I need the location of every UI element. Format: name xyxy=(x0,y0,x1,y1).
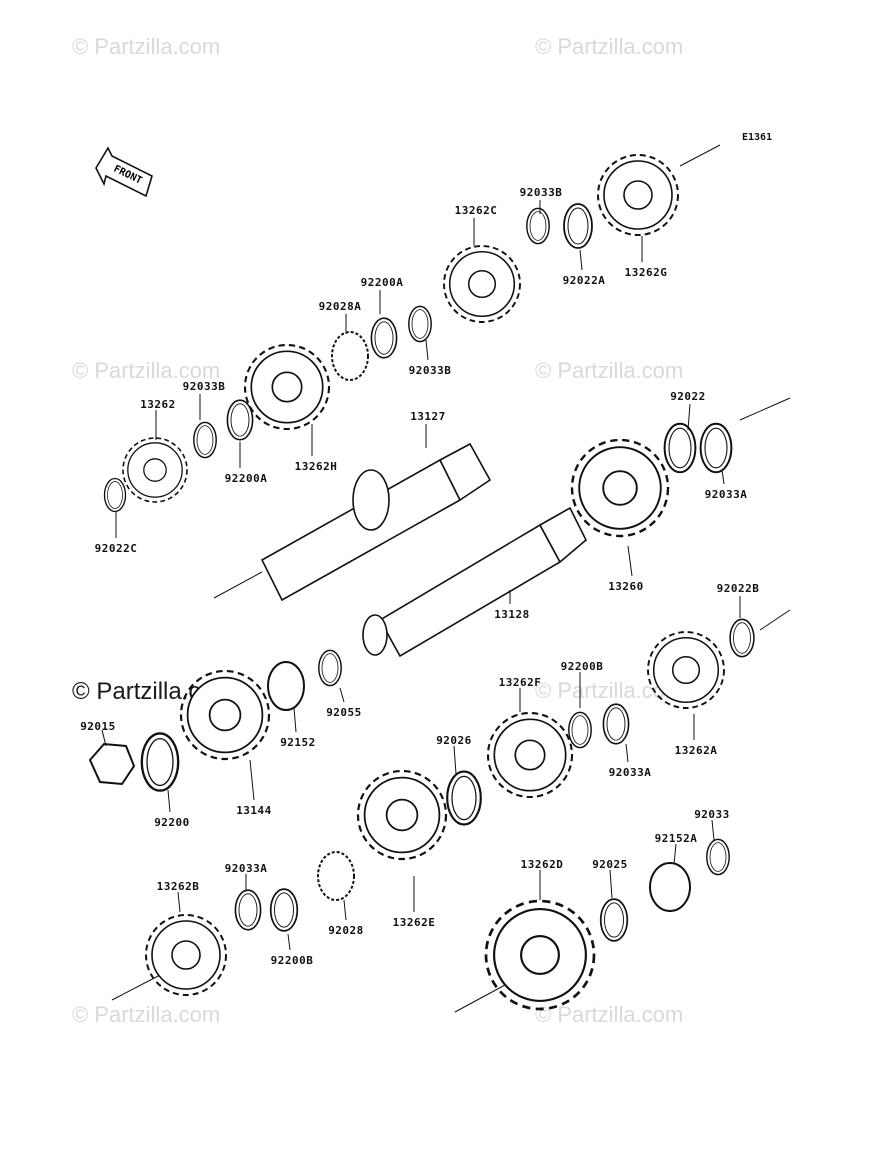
circlip-92033A xyxy=(602,703,630,745)
washer-92200 xyxy=(140,732,180,792)
nut-92015 xyxy=(88,742,136,786)
part-label[interactable]: 92028 xyxy=(328,924,364,937)
part-label[interactable]: 92025 xyxy=(592,858,628,871)
part-label[interactable]: 92200B xyxy=(270,954,314,967)
part-label[interactable]: 92026 xyxy=(436,734,472,747)
washer-92022C xyxy=(103,477,127,513)
gear-13262 xyxy=(122,437,188,503)
part-label[interactable]: 92022 xyxy=(670,390,706,403)
part-label[interactable]: 13262 xyxy=(140,398,176,411)
watermark: © Partzilla.com xyxy=(72,358,221,383)
washer-92022 xyxy=(663,422,697,474)
part-label[interactable]: 92200A xyxy=(360,276,404,289)
part-label[interactable]: 92200 xyxy=(154,816,190,829)
part-label[interactable]: 13262H xyxy=(294,460,338,473)
part-label[interactable]: 92033B xyxy=(408,364,452,377)
part-label[interactable]: 13262A xyxy=(674,744,718,757)
part-label[interactable]: 92022A xyxy=(562,274,606,287)
part-label[interactable]: 13127 xyxy=(410,410,446,423)
part-label[interactable]: 13262D xyxy=(520,858,564,871)
circlip-92033 xyxy=(706,838,730,876)
circlip-92033A xyxy=(234,889,262,931)
washer-92026 xyxy=(446,770,482,826)
watermark: © Partzilla.com xyxy=(535,34,684,59)
part-label[interactable]: 13262C xyxy=(454,204,498,217)
part-label[interactable]: 92152 xyxy=(280,736,316,749)
watermark: © Partzilla.com xyxy=(535,1002,684,1027)
part-label[interactable]: 92028A xyxy=(318,300,362,313)
washer-92200B xyxy=(269,888,299,932)
part-label[interactable]: 13262E xyxy=(392,916,436,929)
watermark: © Partzilla.com xyxy=(535,358,684,383)
part-label[interactable]: 92033A xyxy=(608,766,652,779)
circlip-92033A xyxy=(699,422,733,474)
bearing-92028 xyxy=(317,851,355,901)
part-label[interactable]: 13260 xyxy=(608,580,644,593)
watermark: © Partzilla.com xyxy=(72,34,221,59)
circlip-92055 xyxy=(318,649,342,687)
part-label[interactable]: 92033B xyxy=(519,186,563,199)
part-label[interactable]: 92033A xyxy=(704,488,748,501)
part-label[interactable]: 13128 xyxy=(494,608,530,621)
shaft-13128 xyxy=(362,506,587,658)
gear-13262C xyxy=(443,245,521,323)
gear-13262D xyxy=(484,899,596,1011)
gear-13260 xyxy=(570,438,670,538)
part-label[interactable]: 92033A xyxy=(224,862,268,875)
part-label[interactable]: 13262G xyxy=(624,266,668,279)
gear-13262E xyxy=(356,769,448,861)
part-label[interactable]: 92200B xyxy=(560,660,604,673)
gear-13262B xyxy=(145,914,227,996)
part-label[interactable]: 92200A xyxy=(224,472,268,485)
part-label[interactable]: 13262F xyxy=(498,676,542,689)
sprocket-13144 xyxy=(179,669,271,761)
circlip-92033B xyxy=(408,305,432,343)
part-label[interactable]: 92015 xyxy=(80,720,116,733)
diagram-code: E1361 xyxy=(742,132,773,143)
part-label[interactable]: 92033B xyxy=(182,380,226,393)
collar-92152 xyxy=(267,661,305,711)
part-label[interactable]: 92022B xyxy=(716,582,760,595)
bearing-92028A xyxy=(331,331,369,381)
gear-13262H xyxy=(243,343,331,431)
shaft-13127 xyxy=(213,442,492,602)
part-label[interactable]: 13144 xyxy=(236,804,272,817)
gear-13262F xyxy=(486,711,574,799)
washer-92022A xyxy=(563,203,593,249)
part-label[interactable]: 13262B xyxy=(156,880,200,893)
washer-92025 xyxy=(599,898,629,942)
washer-92022B xyxy=(729,618,755,658)
collar-92152A xyxy=(649,862,691,912)
washer-92200B xyxy=(568,711,592,749)
watermark: © Partzilla.com xyxy=(72,1002,221,1027)
circlip-92033B xyxy=(526,207,550,245)
circlip-92033B xyxy=(193,421,217,459)
part-label[interactable]: 92152A xyxy=(654,832,698,845)
gear-13262G xyxy=(597,154,679,236)
part-label[interactable]: 92022C xyxy=(94,542,138,555)
washer-92200A xyxy=(226,399,254,441)
part-label[interactable]: 92033 xyxy=(694,808,730,821)
part-label[interactable]: 92055 xyxy=(326,706,362,719)
gear-13262A xyxy=(647,631,725,709)
front-arrow-icon: FRONT xyxy=(95,146,153,198)
washer-92200A xyxy=(370,317,398,359)
